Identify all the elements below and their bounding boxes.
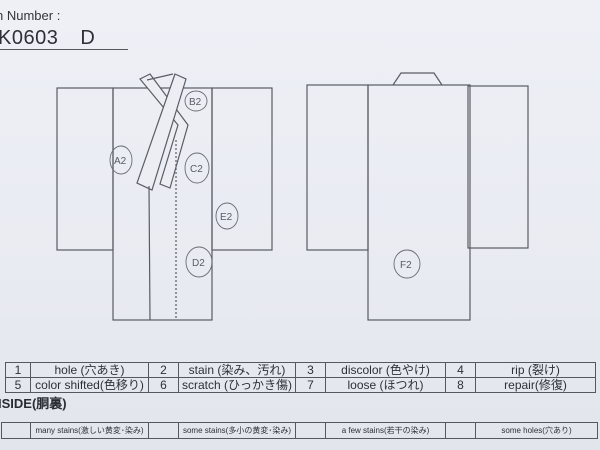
damage-legend-table: 1 hole (穴あき) 2 stain (染み、汚れ) 3 discolor … xyxy=(5,362,596,393)
legend-label: hole (穴あき) xyxy=(30,362,149,378)
legend-num: 3 xyxy=(295,362,326,378)
front-marks: A2 B2 C2 E2 D2 xyxy=(109,90,239,278)
back-left-sleeve xyxy=(306,84,369,251)
legend-label: rip (裂け) xyxy=(475,362,596,378)
mark-b2-circle xyxy=(184,90,208,112)
legend-label: scratch (ひっかき傷) xyxy=(178,377,296,393)
front-collar-right-band xyxy=(139,73,189,189)
back-right-sleeve xyxy=(467,85,529,249)
front-left-sleeve xyxy=(56,87,114,251)
mark-c2: C2 xyxy=(190,164,203,175)
front-inner-line xyxy=(148,185,151,321)
mark-a2-circle xyxy=(109,145,133,175)
inside-option-label: some stains(多小の黄変･染み) xyxy=(178,422,296,439)
kimono-damage-diagram: A2 B2 C2 E2 D2 F2 xyxy=(56,72,529,321)
legend-num: 5 xyxy=(5,377,31,393)
mark-f2: F2 xyxy=(400,260,412,271)
legend-num: 4 xyxy=(445,362,476,378)
legend-label: stain (染み、汚れ) xyxy=(178,362,296,378)
item-number-underline xyxy=(0,49,128,50)
legend-row: 5 color shifted(色移り) 6 scratch (ひっかき傷) 7… xyxy=(5,377,596,393)
mark-a2: A2 xyxy=(114,156,127,167)
legend-num: 7 xyxy=(295,377,326,393)
legend-label: discolor (色やけ) xyxy=(325,362,446,378)
mark-d2: D2 xyxy=(192,258,205,269)
inside-condition-table: many stains(激しい黄変･染み) some stains(多小の黄変･… xyxy=(1,422,598,439)
front-body xyxy=(112,87,213,321)
back-kimono-outline xyxy=(306,72,529,321)
back-collar xyxy=(392,72,443,86)
mark-d2-circle xyxy=(185,246,213,278)
front-collar-left-band xyxy=(136,73,187,191)
item-number-label: n Number : xyxy=(0,8,61,23)
inside-section-title: ISIDE(胴裏) xyxy=(0,396,67,411)
back-body xyxy=(367,84,471,321)
legend-num: 8 xyxy=(445,377,476,393)
inside-option-label: a few stains(若干の染み) xyxy=(325,422,446,439)
collar-top xyxy=(146,73,174,81)
inside-row: many stains(激しい黄変･染み) some stains(多小の黄変･… xyxy=(1,422,598,439)
inside-checkbox[interactable] xyxy=(295,422,326,439)
mark-e2-circle xyxy=(215,202,239,230)
legend-num: 2 xyxy=(148,362,179,378)
mark-b2: B2 xyxy=(189,97,202,108)
inside-checkbox[interactable] xyxy=(148,422,179,439)
legend-num: 1 xyxy=(5,362,31,378)
legend-label: repair(修復) xyxy=(475,377,596,393)
legend-label: color shifted(色移り) xyxy=(30,377,149,393)
mark-f2-circle xyxy=(393,249,421,279)
legend-num: 6 xyxy=(148,377,179,393)
legend-label: loose (ほつれ) xyxy=(325,377,446,393)
back-marks: F2 xyxy=(393,249,421,279)
legend-row: 1 hole (穴あき) 2 stain (染み、汚れ) 3 discolor … xyxy=(5,362,596,378)
inside-option-label: some holes(穴あり) xyxy=(475,422,598,439)
mark-c2-circle xyxy=(184,152,210,184)
front-kimono-outline xyxy=(56,73,273,321)
item-code: K0603 xyxy=(0,27,59,49)
inside-checkbox[interactable] xyxy=(1,422,31,439)
inside-option-label: many stains(激しい黄変･染み) xyxy=(30,422,149,439)
item-number-value: K0603 D xyxy=(0,27,95,50)
inside-checkbox[interactable] xyxy=(445,422,476,439)
front-right-sleeve xyxy=(211,87,273,251)
mark-e2: E2 xyxy=(220,212,233,223)
item-grade: D xyxy=(80,27,96,49)
